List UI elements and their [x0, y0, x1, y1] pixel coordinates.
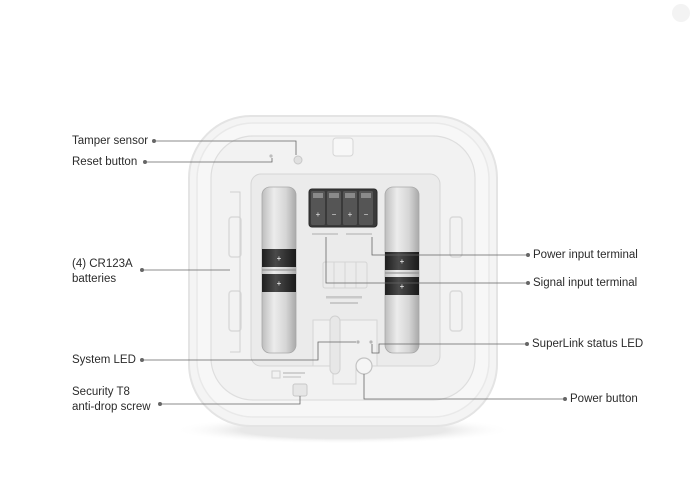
label-security-screw-line1: Security T8: [72, 386, 130, 398]
top-tab: [332, 137, 354, 157]
label-tamper-sensor: Tamper sensor: [72, 135, 149, 147]
label-reset-button: Reset button: [72, 156, 138, 168]
reset-button[interactable]: [269, 154, 273, 158]
leader-lines: [139, 138, 568, 406]
corner-indicator: [672, 4, 690, 22]
security-screw: [292, 383, 308, 397]
battery-mark-3: +: [400, 257, 405, 266]
label-superlink-status-led: SuperLink status LED: [532, 338, 644, 350]
label-batteries-line1: (4) CR123A: [72, 258, 133, 270]
bottom-channel: [312, 319, 378, 385]
label-system-led: System LED: [72, 354, 136, 366]
tamper-sensor: [293, 155, 303, 165]
terminal-mark-4: −: [364, 210, 369, 219]
battery-right: [384, 186, 420, 354]
plate-badge-text: [283, 372, 305, 374]
terminal-mark-3: +: [348, 210, 353, 219]
label-signal-input-terminal: Signal input terminal: [533, 277, 638, 289]
battery-left: [261, 186, 297, 354]
plate-print: [326, 296, 362, 304]
label-power-button: Power button: [570, 393, 638, 405]
label-batteries: (4) CR123A batteries: [72, 257, 133, 287]
plate-badge: [271, 370, 281, 379]
battery-mark-2: +: [277, 279, 282, 288]
label-power-input-terminal: Power input terminal: [533, 249, 638, 261]
side-slots: [228, 216, 463, 332]
centre-ribs: [322, 261, 368, 289]
label-security-screw-line2: anti-drop screw: [72, 401, 151, 413]
system-led: [356, 340, 360, 344]
superlink-led: [369, 340, 373, 344]
terminal-mark-2: −: [332, 210, 337, 219]
battery-bracket: [230, 191, 241, 353]
cable-slot: [329, 315, 341, 375]
battery-mark-1: +: [277, 254, 282, 263]
terminal-mark-1: +: [316, 210, 321, 219]
plate-badge-text-2: [283, 376, 301, 378]
power-button[interactable]: [355, 357, 373, 375]
label-batteries-line2: batteries: [72, 273, 117, 285]
battery-mark-4: +: [400, 282, 405, 291]
label-security-screw: Security T8 anti-drop screw: [72, 385, 151, 415]
terminal-block: [308, 188, 378, 228]
